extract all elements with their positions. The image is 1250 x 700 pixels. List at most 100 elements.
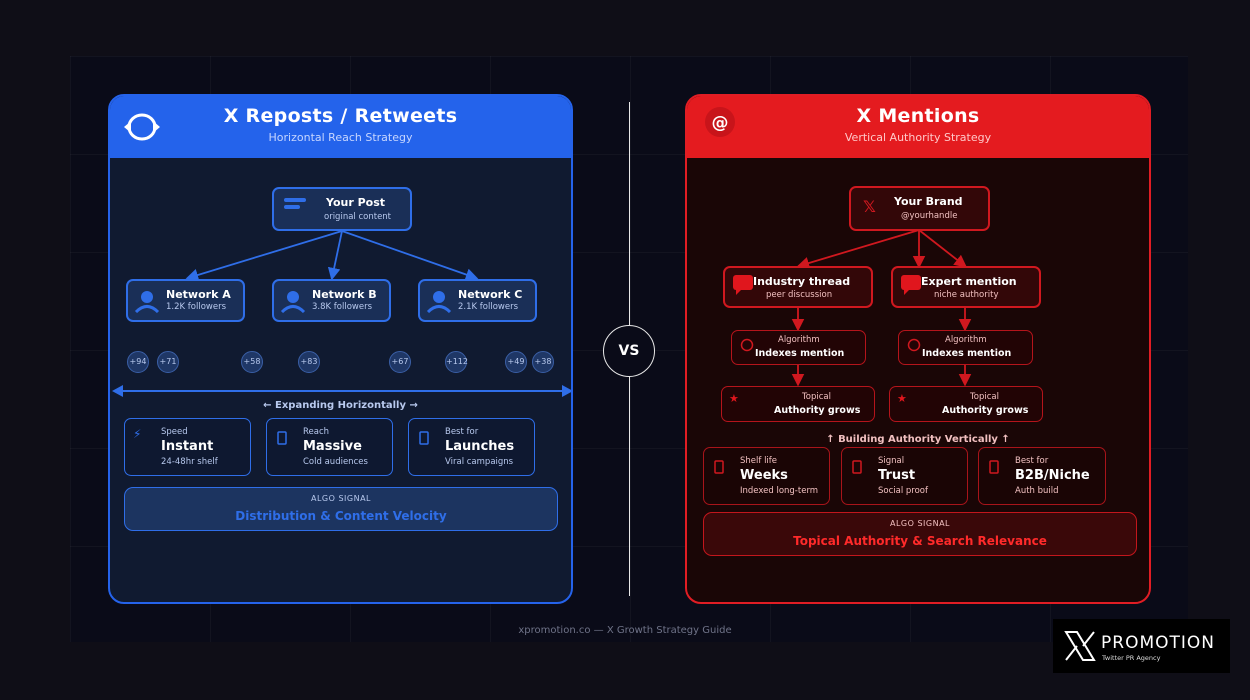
chat-bubble-icon [901,275,921,295]
shelf-life-stat-card: Shelf life Weeks Indexed long-term [703,447,830,505]
expanding-caption: ← Expanding Horizontally → [263,400,418,411]
shelf-life-label: Shelf life [740,456,778,466]
footer-caption: xpromotion.co — X Growth Strategy Guide [518,625,732,636]
search-icon [740,338,754,352]
mentions-title: X Mentions [856,105,980,127]
topical-value: Authority grows [774,405,861,416]
best-for-value: Launches [445,439,515,454]
x-promotion-logo-icon [1064,631,1096,661]
svg-text:@: @ [712,113,729,133]
topical-label: Topical [970,392,999,402]
star-icon: ★ [729,392,739,405]
reach-bubble: +83 [298,351,320,373]
algorithm-node: Algorithm Indexes mention [898,330,1033,365]
algo-signal-value: Topical Authority & Search Relevance [793,534,1047,548]
rocket-icon [419,431,429,445]
clock-icon [714,460,724,474]
topical-authority-node: ★ Topical Authority grows [889,386,1043,422]
reach-bubble: +58 [241,351,263,373]
speed-value: Instant [161,439,214,454]
post-icon [284,198,306,209]
x-logo-icon: 𝕏 [863,197,876,216]
reach-value: Massive [303,439,362,454]
network-c-node: Network C 2.1K followers [418,279,537,322]
network-a-name: Network A [166,288,231,301]
reach-desc: Cold audiences [303,457,368,467]
briefcase-icon [989,460,999,474]
best-for-label: Best for [1015,456,1049,466]
network-a-node: Network A 1.2K followers [126,279,245,322]
brand-tagline: Twitter PR Agency [1102,654,1161,662]
speed-label: Speed [161,427,188,437]
brand-name: PROMOTION [1101,633,1215,653]
expert-mention-node: Expert mention niche authority [891,266,1041,308]
shield-icon [852,460,862,474]
algorithm-label: Algorithm [945,335,987,345]
reposts-connectors [112,230,571,397]
reach-bubble: +38 [532,351,554,373]
search-icon [907,338,921,352]
best-for-stat-card: Best for B2B/Niche Auth build [978,447,1106,505]
signal-desc: Social proof [878,486,928,496]
best-for-desc: Auth build [1015,486,1059,496]
user-icon [134,291,160,313]
network-c-name: Network C [458,288,523,301]
best-for-value: B2B/Niche [1015,468,1090,483]
best-for-stat-card: Best for Launches Viral campaigns [408,418,535,476]
algo-signal-box: ALGO SIGNAL Distribution & Content Veloc… [124,487,558,531]
algorithm-value: Indexes mention [755,348,845,359]
algo-signal-box: ALGO SIGNAL Topical Authority & Search R… [703,512,1137,556]
vertical-caption: ↑ Building Authority Vertically ↑ [826,434,1010,445]
mentions-panel: @ X Mentions Vertical Authority Strategy… [685,94,1151,604]
mentions-panel-header: @ X Mentions Vertical Authority Strategy [687,96,1149,158]
reposts-panel-header: X Reposts / Retweets Horizontal Reach St… [110,96,571,158]
your-post-sub: original content [324,212,392,222]
your-brand-node: 𝕏 Your Brand @yourhandle [849,186,990,231]
algorithm-label: Algorithm [778,335,820,345]
shelf-life-desc: Indexed long-term [740,486,819,496]
algo-signal-label: ALGO SIGNAL [310,494,372,503]
brand-badge: PROMOTION Twitter PR Agency [1053,619,1230,673]
network-b-followers: 3.8K followers [312,302,373,312]
reach-stat-card: Reach Massive Cold audiences [266,418,393,476]
reach-bubble: +94 [127,351,149,373]
vs-badge: VS [603,325,655,377]
expert-mention-sub: niche authority [934,290,999,300]
reach-icon [277,431,287,445]
user-icon [426,291,452,313]
reach-label: Reach [303,427,330,437]
mentions-connectors [791,229,972,387]
expert-mention-title: Expert mention [921,275,1017,288]
user-icon [280,291,306,313]
industry-thread-node: Industry thread peer discussion [723,266,873,308]
algorithm-value: Indexes mention [922,348,1012,359]
signal-stat-card: Signal Trust Social proof [841,447,968,505]
reach-bubble: +49 [505,351,527,373]
network-b-node: Network B 3.8K followers [272,279,391,322]
your-post-node: Your Post original content [272,187,412,231]
star-icon: ★ [897,392,907,405]
repost-icon [124,113,160,141]
algo-signal-label: ALGO SIGNAL [889,519,951,528]
industry-thread-sub: peer discussion [766,290,833,300]
your-brand-handle: @yourhandle [901,211,958,221]
industry-thread-title: Industry thread [753,275,851,288]
shelf-life-value: Weeks [740,468,788,483]
speed-stat-card: ⚡ Speed Instant 24-48hr shelf [124,418,251,476]
chat-bubble-icon [733,275,753,295]
reach-bubble: +112 [445,351,468,373]
reposts-subtitle: Horizontal Reach Strategy [268,131,413,144]
best-for-label: Best for [445,427,479,437]
network-c-followers: 2.1K followers [458,302,519,312]
at-sign-icon: @ [705,107,735,137]
your-post-title: Your Post [326,196,386,209]
network-a-followers: 1.2K followers [166,302,227,312]
reach-bubble: +71 [157,351,179,373]
topical-label: Topical [802,392,831,402]
mentions-subtitle: Vertical Authority Strategy [844,131,992,144]
signal-label: Signal [878,456,905,466]
lightning-icon: ⚡ [133,427,142,441]
algo-signal-value: Distribution & Content Velocity [235,509,447,523]
algorithm-node: Algorithm Indexes mention [731,330,866,365]
your-brand-title: Your Brand [894,195,963,208]
